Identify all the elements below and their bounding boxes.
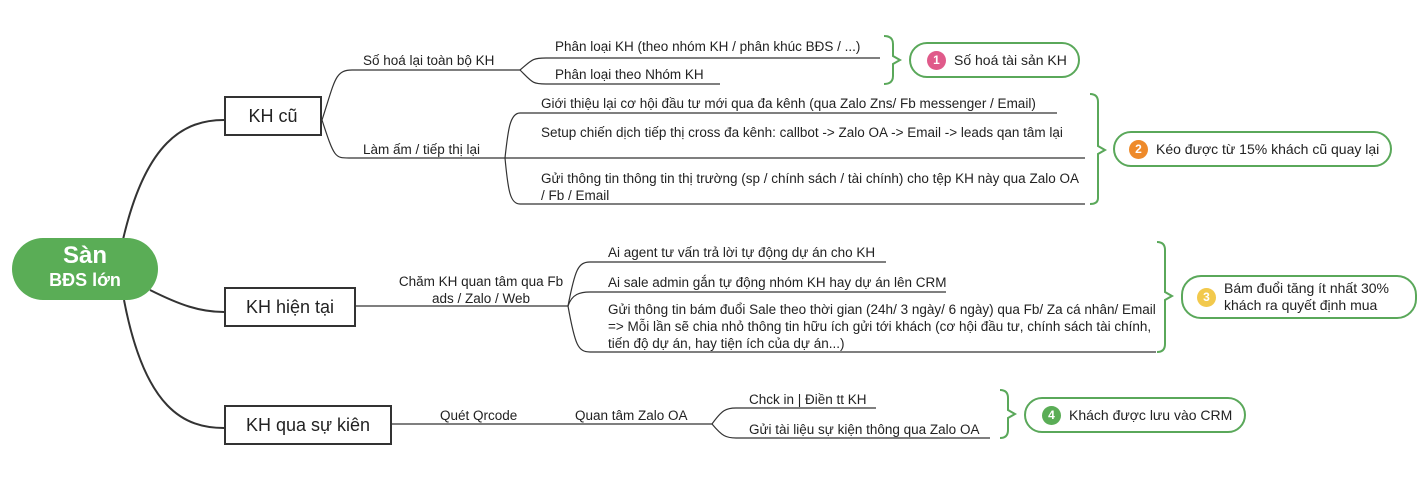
outcome-1: 1 Số hoá tài sản KH bbox=[909, 42, 1080, 78]
group-label-lam-am: Làm ấm / tiếp thị lại bbox=[363, 142, 481, 157]
root-subtitle: BĐS lớn bbox=[49, 270, 121, 290]
leaf-item: Phân loại theo Nhóm KH bbox=[555, 67, 704, 82]
number-badge-icon: 4 bbox=[1042, 405, 1061, 425]
outcome-text: Bám đuổi tăng ít nhất 30% khách ra quyết… bbox=[1224, 280, 1389, 313]
leaf-item: Giới thiệu lại cơ hội đầu tư mới qua đa … bbox=[541, 96, 1036, 111]
step-quan-tam-zalo: Quan tâm Zalo OA bbox=[575, 408, 688, 423]
outcome-text: Số hoá tài sản KH bbox=[954, 51, 1067, 68]
root-title: Sàn bbox=[62, 242, 107, 269]
leaf-item: Gửi thông tin bám đuổi Sale theo thời gi… bbox=[608, 302, 1156, 351]
outcome-text: Kéo được từ 15% khách cũ quay lại bbox=[1156, 140, 1380, 157]
leaf-item: Ai sale admin gắn tự động nhóm KH hay dự… bbox=[608, 275, 947, 290]
number-badge-icon: 3 bbox=[1197, 287, 1216, 307]
branch-kh-su-kien[interactable]: KH qua sự kiên bbox=[224, 405, 392, 445]
branch-kh-cu[interactable]: KH cũ bbox=[224, 96, 322, 136]
leaf-item: Gửi thông tin thông tin thị trường (sp /… bbox=[541, 171, 1079, 203]
branch-label: KH qua sự kiên bbox=[245, 414, 371, 435]
outcome-3: 3 Bám đuổi tăng ít nhất 30% khách ra quy… bbox=[1181, 275, 1417, 319]
leaf-item: Setup chiến dịch tiếp thị cross đa kênh:… bbox=[541, 125, 1063, 140]
group-label-cham-kh: Chăm KH quan tâm qua Fb ads / Zalo / Web bbox=[398, 274, 564, 306]
branch-label: KH hiện tại bbox=[245, 296, 335, 317]
leaf-item: Gửi tài liệu sự kiện thông qua Zalo OA bbox=[749, 422, 980, 437]
root-node[interactable]: Sàn BĐS lớn bbox=[12, 238, 158, 300]
group-label-so-hoa: Số hoá lại toàn bộ KH bbox=[363, 53, 495, 68]
outcome-2: 2 Kéo được từ 15% khách cũ quay lại bbox=[1113, 131, 1392, 167]
outcome-4: 4 Khách được lưu vào CRM bbox=[1024, 397, 1246, 433]
branch-label: KH cũ bbox=[248, 105, 298, 126]
number-badge-icon: 2 bbox=[1129, 139, 1148, 159]
leaf-item: Chck in | Điền tt KH bbox=[749, 392, 867, 407]
outcome-text: Khách được lưu vào CRM bbox=[1069, 406, 1233, 423]
number-badge-icon: 1 bbox=[927, 50, 946, 70]
leaf-item: Phân loại KH (theo nhóm KH / phân khúc B… bbox=[555, 39, 861, 54]
leaf-item: Ai agent tư vấn trả lời tự động dự án ch… bbox=[608, 245, 876, 260]
step-quet-qrcode: Quét Qrcode bbox=[440, 408, 518, 423]
branch-kh-hien-tai[interactable]: KH hiện tại bbox=[224, 287, 356, 327]
